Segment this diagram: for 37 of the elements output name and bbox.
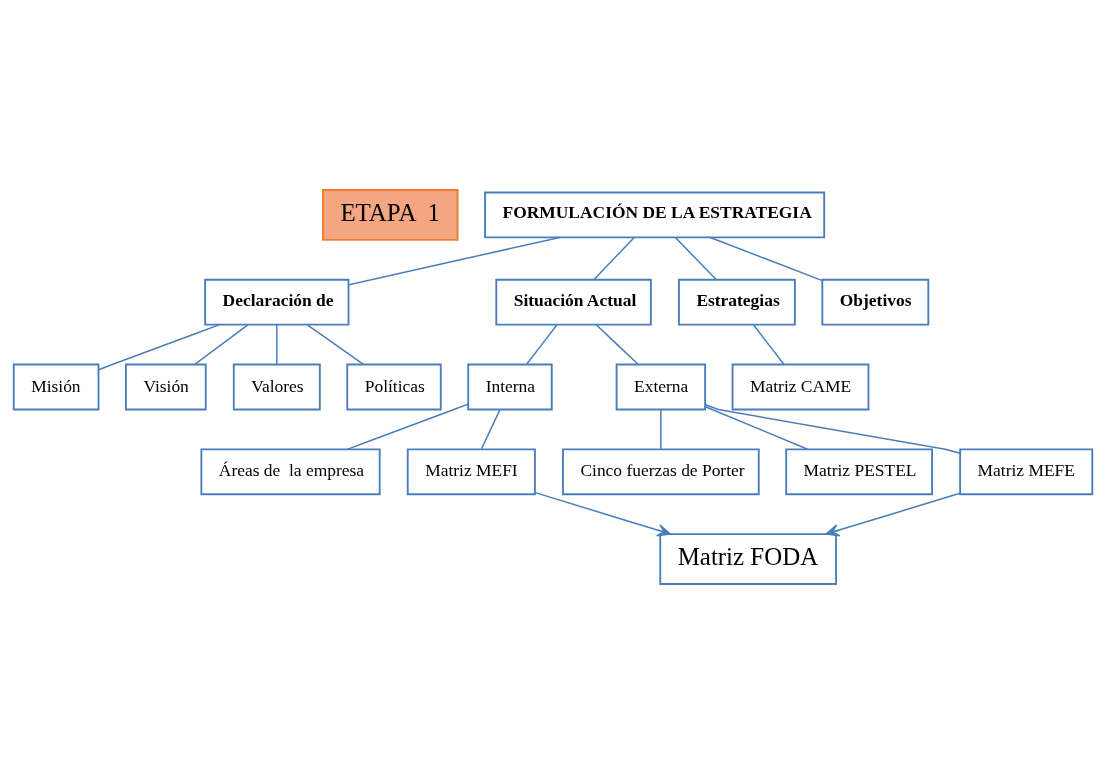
node-box: Áreas de la empresa [200, 447, 381, 495]
node-box: Matriz FODA [659, 532, 837, 585]
node-box: Externa [615, 363, 707, 410]
node-box: Matriz CAME [731, 363, 870, 410]
node-box: Declaración de [204, 278, 350, 326]
connector [346, 402, 469, 450]
connector [660, 408, 662, 450]
connector [480, 408, 501, 450]
connector [526, 323, 558, 365]
node-box: Interna [467, 363, 553, 410]
connector [752, 323, 785, 365]
connector [704, 403, 961, 454]
node-box: Matriz PESTEL [785, 447, 933, 495]
connector [348, 236, 561, 285]
node-box: Objetivos [821, 278, 930, 326]
node-box: Políticas [346, 363, 442, 410]
node-box: Visión [125, 363, 207, 410]
node-box: Valores [232, 363, 321, 410]
connector [306, 323, 365, 365]
arrow [825, 492, 961, 536]
node-box: ETAPA 1 [322, 188, 459, 241]
node-box: Cinco fuerzas de Porter [562, 447, 760, 495]
connector [593, 236, 635, 280]
connector [704, 405, 809, 450]
connector [595, 323, 639, 365]
node-box: Matriz MEFI [406, 447, 536, 495]
connector [276, 323, 278, 365]
connector [97, 323, 221, 370]
node-box: Matriz MEFE [959, 447, 1094, 495]
arrow [534, 491, 672, 536]
node-box: Misión [12, 363, 100, 410]
connector [709, 236, 824, 281]
connector [194, 323, 249, 365]
node-box: FORMULACIÓN DE LA ESTRATEGIA [484, 191, 826, 238]
node-box: Situación Actual [495, 278, 652, 326]
connector [674, 236, 717, 280]
node-box: Estrategias [678, 278, 796, 326]
